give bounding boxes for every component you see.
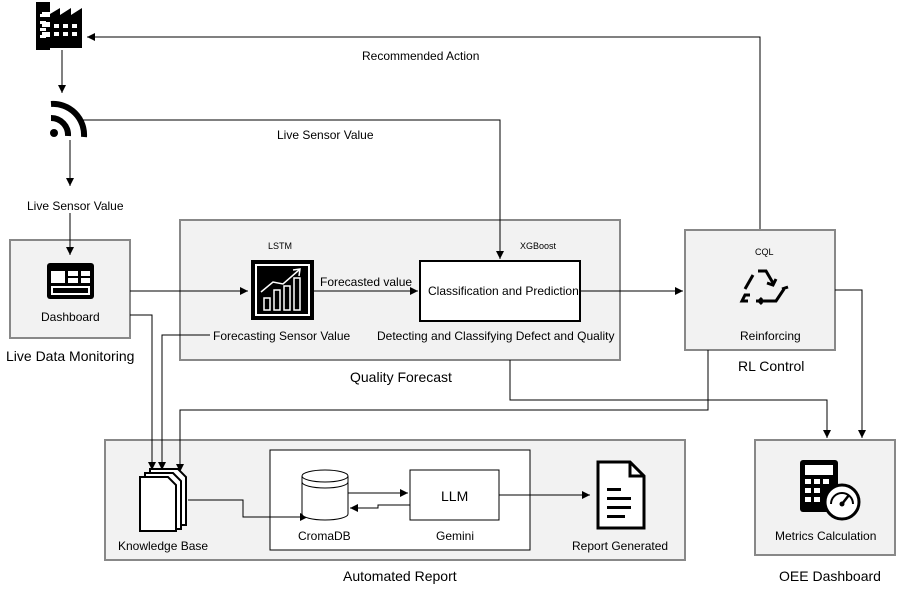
knowledge-base-label: Knowledge Base (118, 539, 209, 553)
stock-chart-icon (251, 260, 314, 320)
lstm-sublabel: Forecasting Sensor Value (213, 329, 351, 343)
rl-control-box (684, 229, 836, 351)
database-icon (301, 469, 349, 521)
edge-recommended-action (87, 33, 761, 229)
edge-forecast-to-oee (509, 360, 831, 438)
lstm-tag: LSTM (268, 241, 293, 251)
llm-box-label: LLM (441, 488, 469, 504)
edge-kb-to-db (188, 499, 308, 521)
llm-box (409, 469, 500, 521)
edge-label-forecasted-value: Forecasted value (320, 275, 413, 289)
xgboost-tag: XGBoost (520, 241, 557, 251)
metrics-calculation-label: Metrics Calculation (775, 529, 877, 543)
classifier-label: Classification and Prediction (428, 284, 579, 298)
caption-quality-forecast: Quality Forecast (350, 369, 452, 385)
edge-rl-to-oee (835, 289, 866, 438)
document-icon (596, 460, 646, 530)
caption-automated-report: Automated Report (343, 568, 457, 584)
edge-rl-to-kb (176, 350, 709, 472)
factory-icon (36, 2, 82, 50)
caption-oee-dashboard: OEE Dashboard (779, 568, 881, 584)
gemini-label: Gemini (436, 529, 475, 543)
edge-forecast-to-kb (158, 334, 210, 470)
edge-label-live-sensor-top: Live Sensor Value (277, 128, 374, 142)
dashboard-icon (47, 263, 94, 299)
edge-label-live-sensor-left: Live Sensor Value (27, 199, 124, 213)
cql-tag: CQL (755, 247, 774, 257)
edge-dashboard-to-kb (130, 314, 156, 470)
classifier-sublabel: Detecting and Classifying Defect and Qua… (377, 329, 615, 343)
rss-feed-icon (50, 100, 88, 138)
cromadb-label: CromaDB (298, 529, 351, 543)
calculator-gauge-icon (800, 460, 861, 521)
knowledge-base-icon (139, 468, 187, 532)
dashboard-label: Dashboard (41, 310, 100, 324)
reinforcing-label: Reinforcing (740, 329, 801, 343)
edge-llm-to-db (350, 504, 410, 512)
edge-label-recommended-action: Recommended Action (362, 49, 480, 63)
edge-sensor-to-classifier (78, 119, 504, 259)
report-generated-label: Report Generated (572, 539, 669, 553)
recycle-icon (739, 269, 789, 306)
caption-rl-control: RL Control (738, 358, 805, 374)
caption-live-data-monitoring: Live Data Monitoring (6, 348, 135, 364)
classification-box (419, 260, 581, 322)
